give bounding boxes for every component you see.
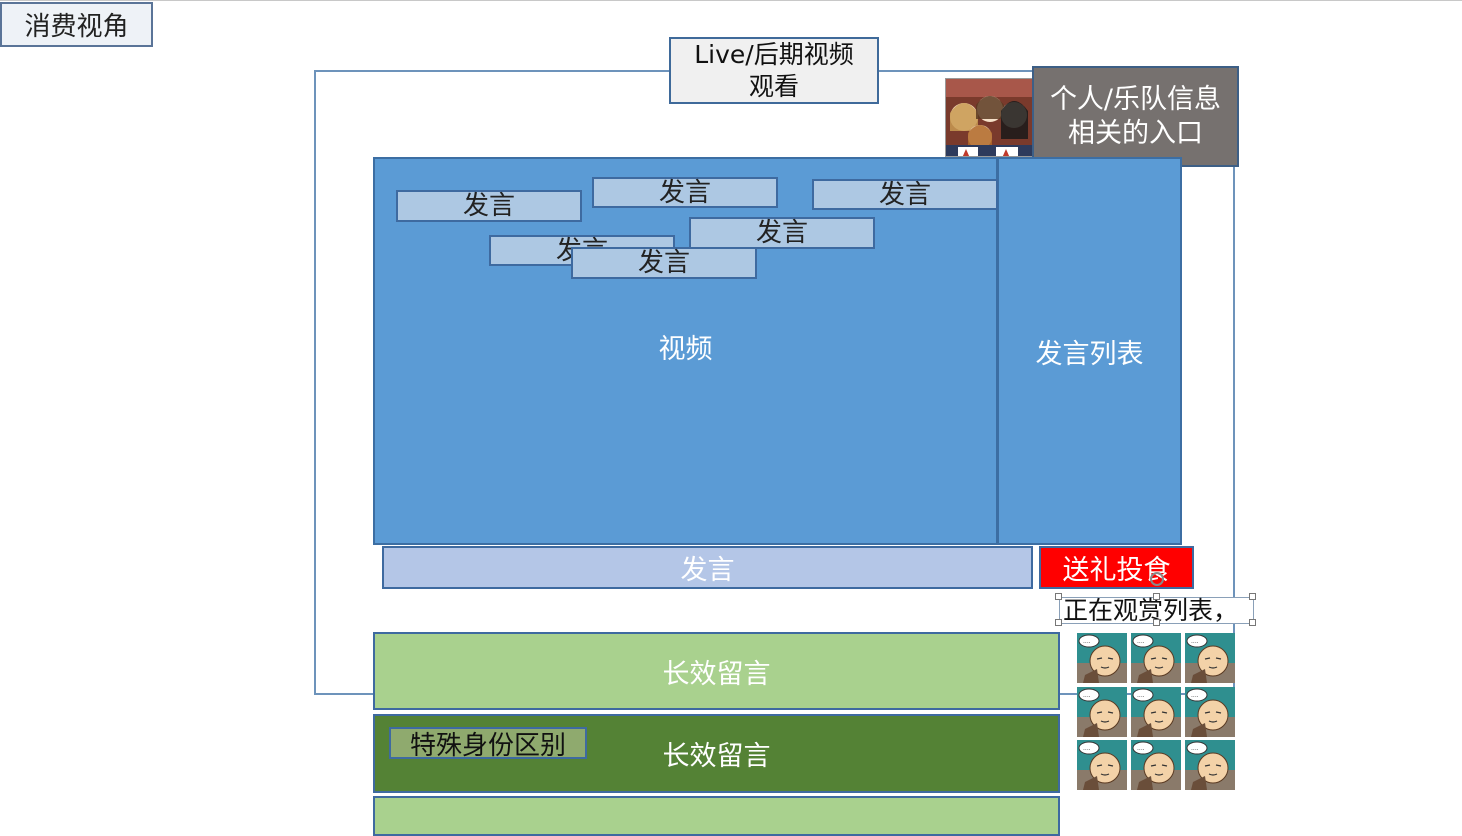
comment-list-panel[interactable]: 发言列表 (997, 157, 1182, 545)
viewer-avatar-icon[interactable]: .... (1185, 740, 1235, 790)
rotate-handle-icon (1150, 572, 1164, 586)
resize-handle-icon (1153, 593, 1160, 600)
danmaku-bubble: 发言 (812, 179, 998, 210)
svg-text:....: .... (1137, 745, 1145, 752)
svg-text:....: .... (1083, 638, 1091, 645)
comment-list-label: 发言列表 (1035, 338, 1144, 370)
svg-text:....: .... (1083, 745, 1091, 752)
band-info-entry[interactable]: 个人/乐队信息 相关的入口 (1032, 66, 1239, 167)
live-box-line2: 观看 (748, 71, 799, 101)
resize-handle-icon (1249, 619, 1256, 626)
live-video-box: Live/后期视频 观看 (669, 37, 879, 104)
long-message-label: 长效留言 (662, 741, 771, 772)
resize-handle-icon (1055, 619, 1062, 626)
danmaku-text: 发言 (658, 177, 711, 208)
band-image[interactable] (945, 78, 1033, 157)
special-identity-badge: 特殊身份区别 (389, 727, 587, 761)
svg-text:....: .... (1083, 692, 1091, 699)
viewer-avatar-icon[interactable]: .... (1131, 740, 1181, 790)
info-line2: 相关的入口 (1068, 117, 1203, 149)
viewer-avatar-icon[interactable]: .... (1077, 740, 1127, 790)
danmaku-bubble: 发言 (592, 177, 778, 208)
viewer-avatar-icon[interactable]: .... (1077, 633, 1127, 683)
svg-text:....: .... (1137, 692, 1145, 699)
long-message-row-partial[interactable] (373, 796, 1060, 836)
comment-input-label: 发言 (680, 555, 735, 586)
danmaku-bubble: 发言 (396, 190, 582, 222)
danmaku-bubble: 发言 (689, 217, 875, 249)
resize-handle-icon (1249, 593, 1256, 600)
danmaku-bubble: 发言 (571, 247, 757, 279)
svg-text:....: .... (1137, 638, 1145, 645)
page-title: 消费视角 (0, 2, 153, 47)
svg-text:....: .... (1191, 638, 1199, 645)
viewer-avatar-icon[interactable]: .... (1185, 687, 1235, 737)
danmaku-text: 发言 (637, 248, 690, 278)
svg-text:....: .... (1191, 692, 1199, 699)
viewer-avatar-icon[interactable]: .... (1131, 687, 1181, 737)
svg-text:....: .... (1191, 745, 1199, 752)
resize-handle-icon (1055, 593, 1062, 600)
gift-button[interactable]: 送礼投食 (1039, 546, 1194, 589)
long-message-row[interactable]: 长效留言 (373, 632, 1060, 710)
danmaku-text: 发言 (878, 179, 931, 210)
resize-handle-icon (1153, 619, 1160, 626)
top-divider (0, 0, 1462, 1)
viewer-avatar-icon[interactable]: .... (1185, 633, 1235, 683)
info-line1: 个人/乐队信息 (1049, 83, 1222, 115)
band-image-art (946, 79, 1032, 156)
viewer-avatar-icon[interactable]: .... (1077, 687, 1127, 737)
viewer-avatar-icon[interactable]: .... (1131, 633, 1181, 683)
video-label: 视频 (658, 334, 713, 365)
danmaku-text: 发言 (462, 191, 515, 221)
long-message-label: 长效留言 (662, 658, 771, 690)
live-box-line1: Live/后期视频 (694, 39, 854, 69)
comment-input[interactable]: 发言 (382, 546, 1033, 589)
danmaku-text: 发言 (755, 218, 808, 248)
